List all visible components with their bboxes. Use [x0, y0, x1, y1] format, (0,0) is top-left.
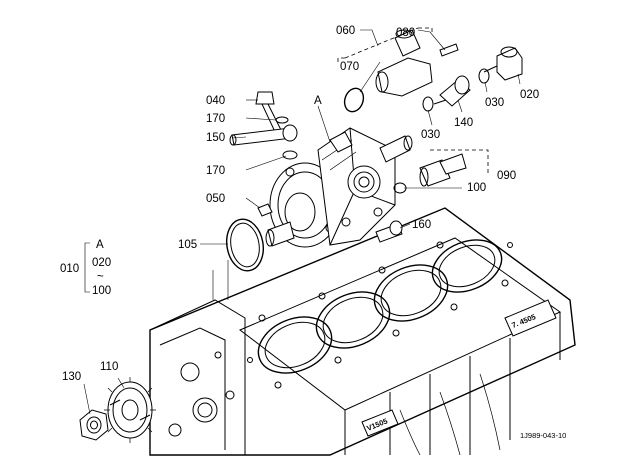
gear-nut-130: [79, 409, 109, 441]
o-ring-105: [226, 218, 264, 272]
callout-105: 105: [178, 239, 197, 251]
callout-170-lower: 170: [206, 165, 225, 177]
callout-030-right: 030: [485, 97, 504, 109]
callout-070: 070: [340, 61, 359, 73]
callout-labels: 040 170 150 170 050 105 160 060 080 070 …: [60, 25, 566, 440]
callout-110: 110: [100, 361, 118, 373]
leader-lines: [83, 29, 521, 415]
group-marker-a: A: [96, 239, 104, 251]
callout-140: 140: [454, 117, 473, 129]
key-050: [257, 203, 273, 217]
callout-040: 040: [206, 95, 225, 107]
callout-030-left: 030: [421, 129, 440, 141]
banjo-bolt-020: [483, 46, 523, 81]
banjo-fitting-140: [433, 75, 471, 107]
callout-150: 150: [206, 132, 225, 144]
group-range-from: 020: [92, 257, 111, 269]
drawing-reference-code: 1J989-043-10: [520, 431, 566, 440]
drive-gear-110: [104, 377, 156, 443]
callout-080: 080: [396, 27, 415, 39]
callout-160: 160: [412, 219, 431, 231]
callout-010: 010: [60, 263, 79, 275]
callout-090: 090: [497, 170, 516, 182]
view-marker-a: A: [314, 95, 322, 107]
washer-030-left: [422, 96, 434, 112]
eye-bolt-040: [255, 91, 283, 135]
callout-020: 020: [520, 89, 539, 101]
pipe-150: [229, 124, 298, 146]
group-range-to: 100: [92, 285, 111, 297]
washer-030-right: [478, 68, 490, 84]
washer-170-upper: [275, 116, 289, 124]
supply-pump-assembly: [265, 127, 413, 248]
callout-100: 100: [467, 182, 486, 194]
callout-170-upper: 170: [206, 113, 225, 125]
group-range-symbol: ~: [97, 271, 104, 283]
o-ring-070: [343, 87, 365, 113]
washer-170-lower: [282, 150, 298, 160]
callout-060: 060: [336, 25, 355, 37]
callout-050: 050: [206, 193, 225, 205]
temperature-sensor-group: [393, 149, 489, 194]
callout-130: 130: [62, 371, 81, 383]
engine-block: V1505 7. 4505: [149, 207, 576, 456]
bolt-160: [375, 220, 403, 243]
suction-control-valve-group: [337, 27, 459, 97]
